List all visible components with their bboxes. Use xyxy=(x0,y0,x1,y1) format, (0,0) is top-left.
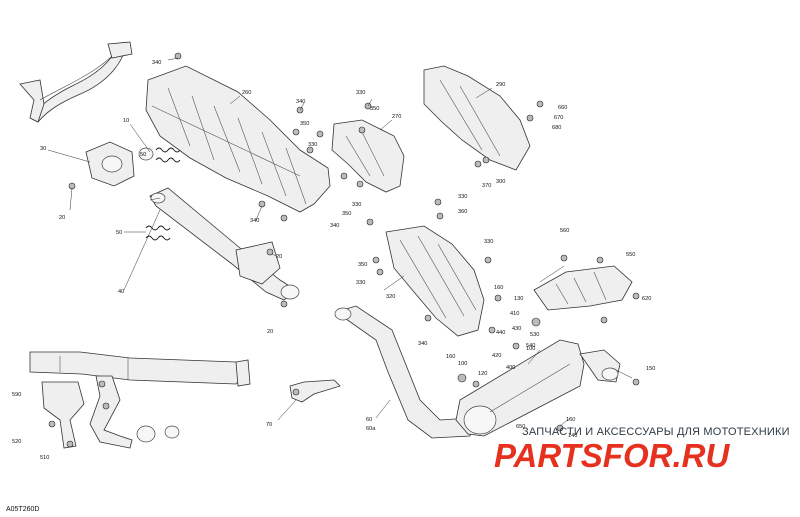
callout-330: 330 xyxy=(458,194,467,200)
callout-100: 100 xyxy=(526,346,535,352)
callout-350: 350 xyxy=(358,262,367,268)
leader-lines xyxy=(47,57,633,427)
callout-60: 60 xyxy=(366,417,372,423)
callout-330: 330 xyxy=(352,202,361,208)
watermark-brand: PARTSFOR.RU xyxy=(494,437,730,474)
heat-shield-550 xyxy=(533,265,633,311)
callout-360: 360 xyxy=(458,209,467,215)
callout-550: 550 xyxy=(626,252,635,258)
callout-150: 150 xyxy=(646,366,655,372)
callout-20: 20 xyxy=(276,254,282,260)
callout-20: 20 xyxy=(59,215,65,221)
heat-shield-320 xyxy=(385,225,485,337)
callout-650: 650 xyxy=(516,424,525,430)
callout-260: 260 xyxy=(242,90,251,96)
callout-330: 330 xyxy=(308,142,317,148)
callout-160: 160 xyxy=(494,285,503,291)
callout-350: 350 xyxy=(342,211,351,217)
callout-320: 320 xyxy=(386,294,395,300)
y-pipe-assembly xyxy=(29,351,251,449)
callout-430: 430 xyxy=(512,326,521,332)
callout-40: 40 xyxy=(118,289,124,295)
clamp-ring xyxy=(136,425,180,443)
callout-30: 30 xyxy=(40,146,46,152)
callout-50: 50 xyxy=(140,152,146,158)
callout-290: 290 xyxy=(496,82,505,88)
callout-50: 50 xyxy=(116,230,122,236)
callout-160: 160 xyxy=(566,417,575,423)
callout-300: 300 xyxy=(496,179,505,185)
callout-350: 350 xyxy=(300,121,309,127)
heat-shield-290 xyxy=(423,65,531,171)
callout-340: 340 xyxy=(296,99,305,105)
callout-520: 520 xyxy=(12,439,21,445)
callout-270: 270 xyxy=(392,114,401,120)
callout-340: 340 xyxy=(418,341,427,347)
heat-shield-270 xyxy=(331,119,405,193)
callout-130: 130 xyxy=(514,296,523,302)
callout-330: 330 xyxy=(356,280,365,286)
callout-160: 160 xyxy=(446,354,455,360)
callout-100: 100 xyxy=(458,361,467,367)
callout-420: 420 xyxy=(492,353,501,359)
watermark: ЗАПЧАСТИ И АКСЕССУАРЫ ДЛЯ МОТОТЕХНИКИ PA… xyxy=(494,426,790,474)
oxygen-sensor-70 xyxy=(289,379,341,403)
document-reference-code: A05T260D xyxy=(6,506,39,513)
callout-590: 590 xyxy=(12,392,21,398)
callout-20: 20 xyxy=(267,329,273,335)
callout-350: 350 xyxy=(370,106,379,112)
callout-670: 670 xyxy=(554,115,563,121)
callout-410: 410 xyxy=(510,311,519,317)
head-pipe-30 xyxy=(19,41,133,123)
callout-620: 620 xyxy=(642,296,651,302)
callout-120: 120 xyxy=(478,371,487,377)
callout-340: 340 xyxy=(152,60,161,66)
callout-340: 340 xyxy=(250,218,259,224)
callout-560: 560 xyxy=(560,228,569,234)
callout-140: 140 xyxy=(568,433,577,439)
callout-370: 370 xyxy=(482,183,491,189)
callout-540: 540 xyxy=(526,343,535,349)
callout-440: 440 xyxy=(496,330,505,336)
heat-shield-260 xyxy=(145,65,331,213)
callout-510: 510 xyxy=(40,455,49,461)
callout-530: 530 xyxy=(530,332,539,338)
callout-400: 400 xyxy=(506,365,515,371)
callout-340: 340 xyxy=(330,223,339,229)
callout-70: 70 xyxy=(266,422,272,428)
callout-680: 680 xyxy=(552,125,561,131)
mid-pipe-40 xyxy=(145,187,300,301)
watermark-tagline: ЗАПЧАСТИ И АКСЕССУАРЫ ДЛЯ МОТОТЕХНИКИ xyxy=(522,426,790,438)
exhaust-manifold-clamp xyxy=(85,141,181,187)
muffler-bracket-590 xyxy=(41,381,85,449)
callout-10: 10 xyxy=(123,118,129,124)
callout-60a: 60a xyxy=(366,426,376,432)
callout-330: 330 xyxy=(484,239,493,245)
fasteners xyxy=(68,52,640,432)
callout-660: 660 xyxy=(558,105,567,111)
callout-330: 330 xyxy=(356,90,365,96)
muffler xyxy=(455,339,621,437)
callout-labels: 10 20 20 20 30 40 50 50 60 60a 70 100 10… xyxy=(12,60,655,461)
